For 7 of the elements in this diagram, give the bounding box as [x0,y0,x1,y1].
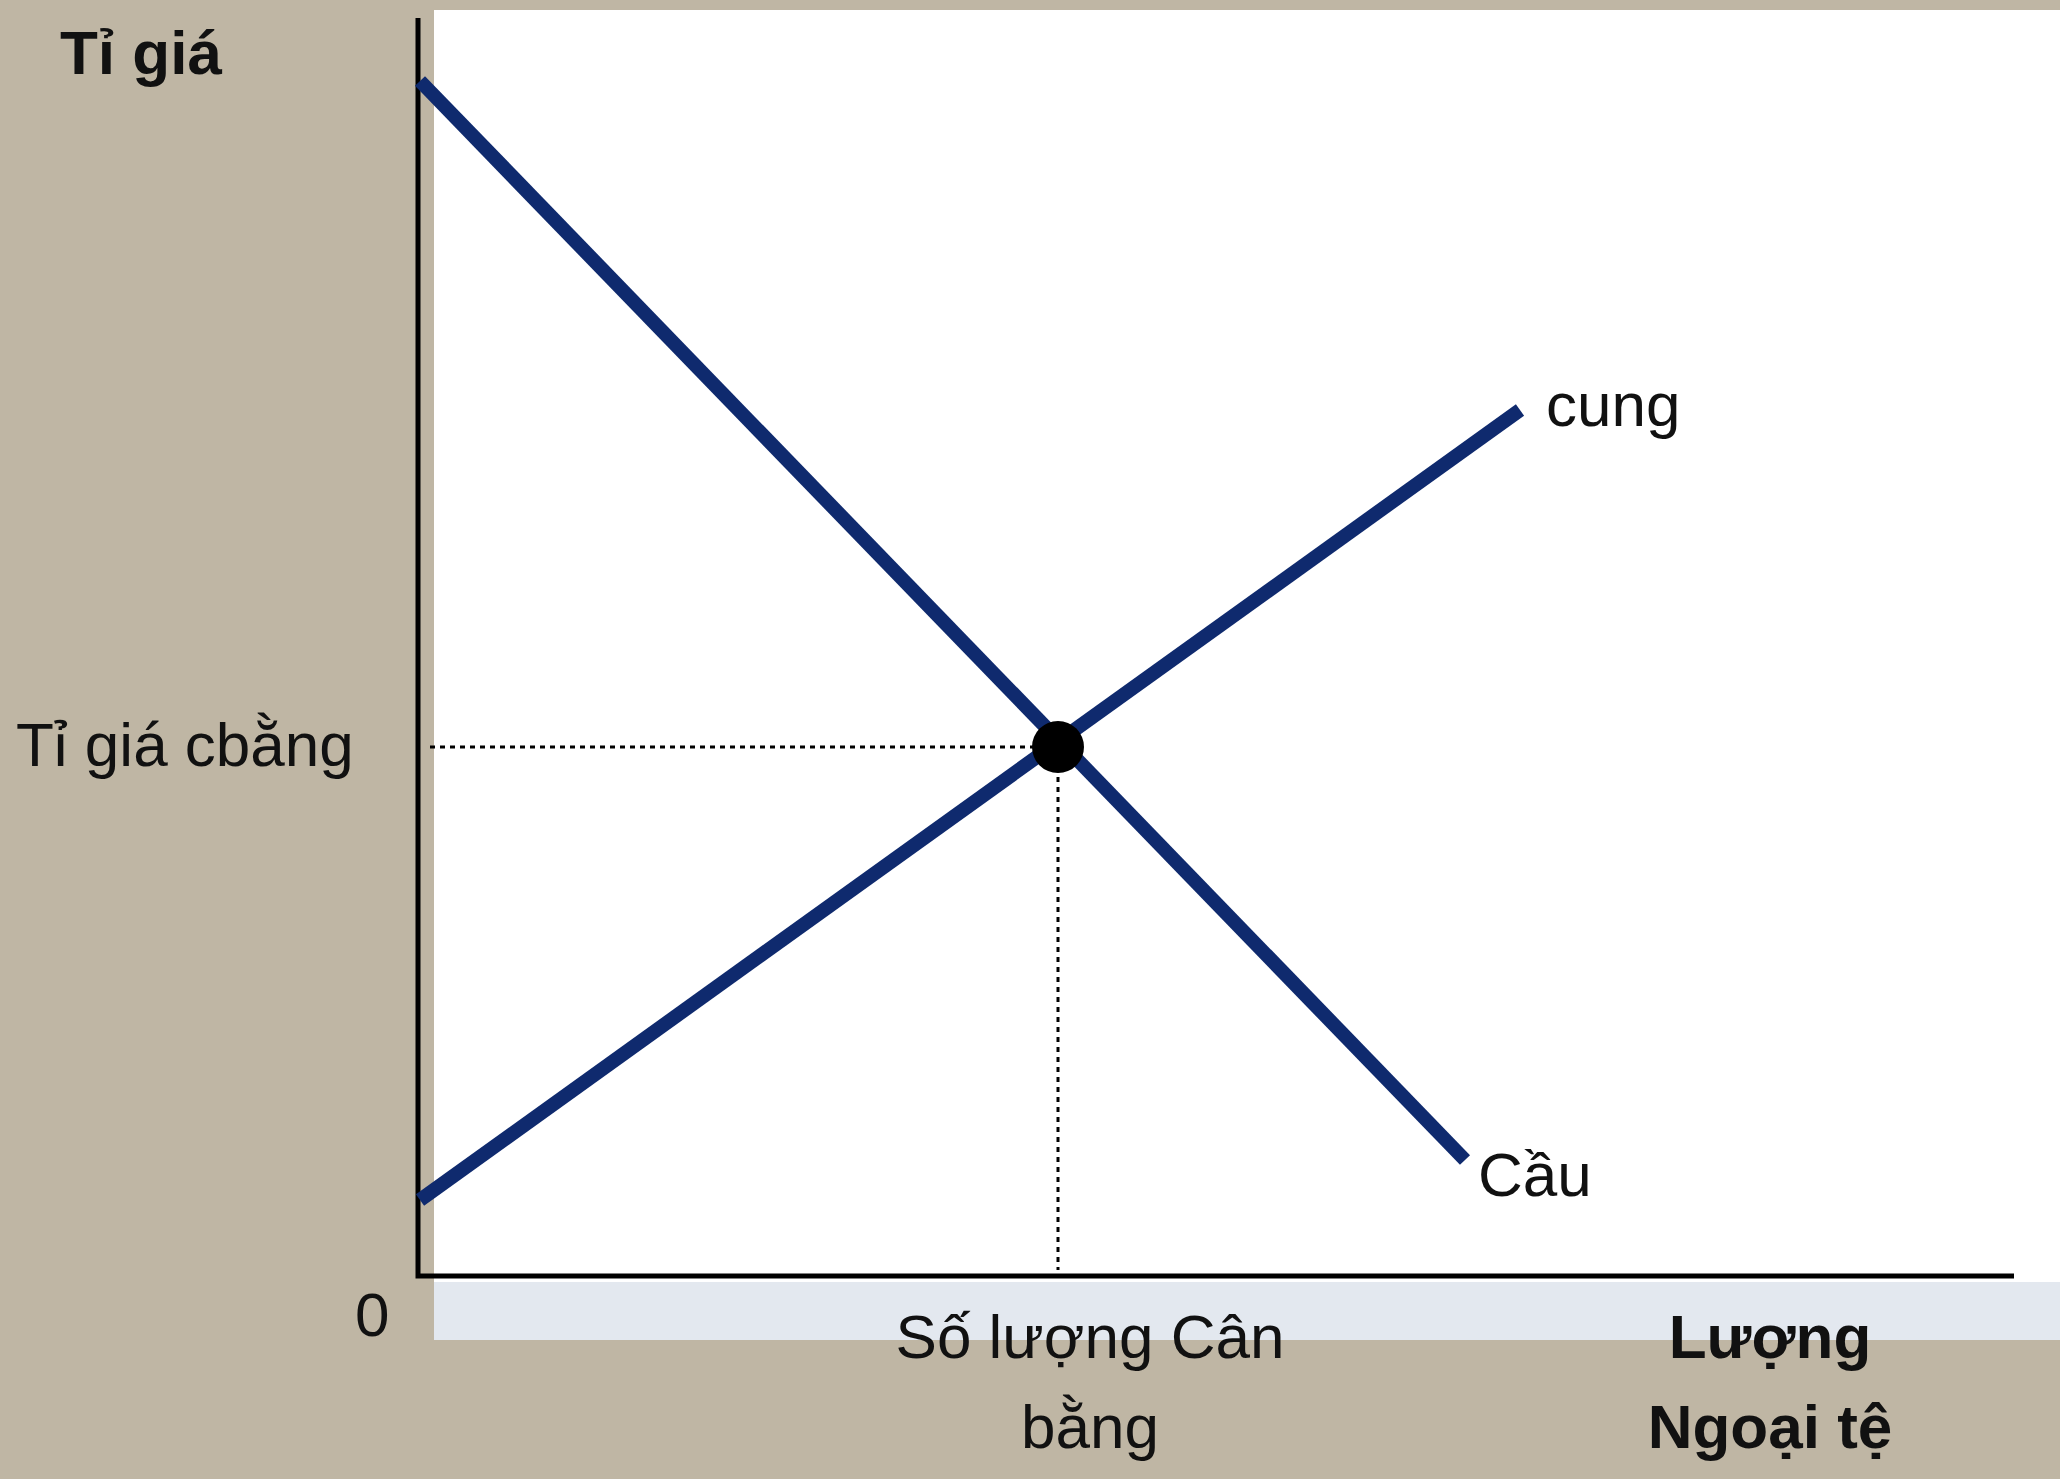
curve-label: Cầu [1478,1139,1592,1211]
curve-label: cung [1546,369,1681,441]
tick-label: Số lượng Cân bằng [894,1301,1286,1463]
tick-label: Tỉ giá cbằng [16,709,354,781]
axis-title: Tỉ giá [60,17,222,89]
axis-title: Lượng Ngoại tệ [1646,1301,1894,1463]
tick-label: 0 [355,1279,390,1351]
